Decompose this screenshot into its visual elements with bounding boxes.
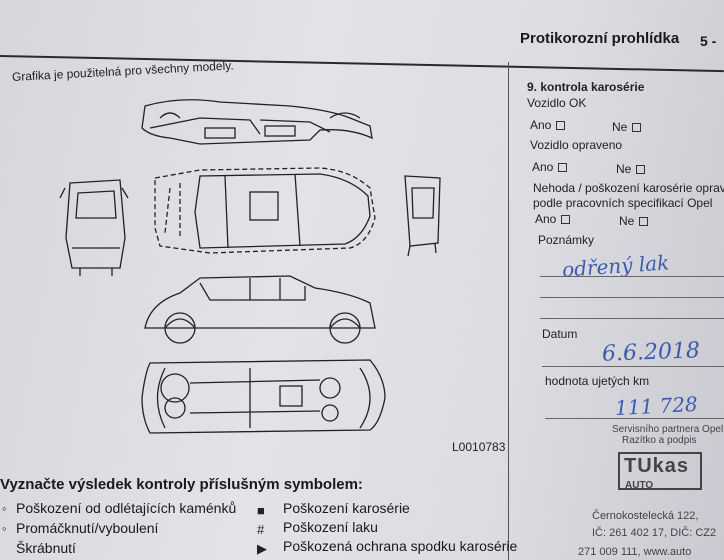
damage-no-checkbox[interactable] — [639, 217, 649, 227]
notes-line-2 — [540, 297, 724, 298]
car-top-view — [154, 167, 376, 254]
car-front-view — [59, 179, 129, 276]
damage-label-line1: Nehoda / poškození karosérie oprav — [533, 181, 724, 195]
page-number: 5 - — [700, 33, 717, 49]
notes-line-1 — [540, 276, 724, 277]
damage-yes: Ano — [535, 212, 571, 226]
legend-item-dent: Promáčknutí/vyboulení — [16, 520, 159, 536]
car-body-diagram — [59, 99, 441, 434]
notes-line-3 — [540, 318, 724, 319]
legend-item-body-damage: Poškození karosérie — [283, 500, 410, 516]
legend-item-underbody-damage: Poškozená ochrana spodku karosérie — [283, 538, 518, 554]
applicability-note: Grafika je použitelná pro všechny modely… — [11, 58, 234, 84]
no-label: Ne — [619, 214, 635, 228]
vehicle-ok-yes-checkbox[interactable] — [556, 121, 566, 131]
legend-symbol-square: ■ — [257, 503, 265, 518]
legend-title: Vyznačte výsledek kontroly příslušným sy… — [0, 476, 363, 493]
km-line — [545, 418, 724, 419]
dealer-stamp-logo: TUkas — [624, 455, 690, 477]
legend-item-scratch: Škrábnutí — [16, 540, 76, 556]
yes-label: Ano — [530, 118, 552, 132]
yes-label: Ano — [535, 212, 557, 226]
vehicle-ok-yes: Ano — [530, 118, 566, 132]
car-underside-view — [141, 359, 386, 434]
yes-label: Ano — [532, 160, 554, 174]
no-label: Ne — [612, 120, 628, 134]
car-side-view — [144, 275, 376, 344]
inspection-form — [508, 62, 724, 560]
legend-item-paint-damage: Poškození laku — [283, 519, 378, 535]
damage-label-line2: podle pracovních specifikací Opel — [533, 196, 713, 210]
vehicle-ok-label: Vozidlo OK — [527, 96, 587, 110]
vehicle-ok-no-checkbox[interactable] — [632, 123, 642, 133]
damage-no: Ne — [619, 214, 649, 228]
km-value[interactable]: 111 728 — [614, 391, 699, 421]
vehicle-repaired-yes-checkbox[interactable] — [558, 163, 568, 173]
km-label: hodnota ujetých km — [545, 374, 650, 388]
legend-symbol-hash: # — [257, 522, 265, 537]
car-side-exploded-view — [141, 99, 373, 145]
vehicle-repaired-no-checkbox[interactable] — [636, 165, 646, 175]
notes-label: Poznámky — [538, 233, 595, 247]
vehicle-repaired-no: Ne — [616, 162, 646, 176]
date-line — [542, 366, 724, 367]
dealer-address-line2: IČ: 261 402 17, DIČ: CZ2 — [592, 527, 717, 539]
dealer-stamp-sub: AUTO — [625, 480, 654, 491]
date-label: Datum — [542, 327, 578, 341]
car-rear-view — [404, 175, 441, 257]
page-header-title: Protikorozní prohlídka — [520, 30, 680, 47]
legend-bullet: ◦ — [2, 521, 7, 536]
car-top-view-solid — [194, 173, 371, 249]
vehicle-repaired-label: Vozidlo opraveno — [530, 138, 623, 152]
figure-code: L0010783 — [452, 440, 506, 454]
damage-yes-checkbox[interactable] — [561, 215, 571, 225]
legend-item-stone-chip: Poškození od odlétajících kaménků — [16, 500, 237, 516]
partner-label-line1: Servisního partnera Opel — [612, 424, 724, 435]
dealer-stamp — [618, 452, 702, 490]
vehicle-ok-no: Ne — [612, 120, 642, 134]
partner-label-line2: Razítko a podpis — [622, 435, 697, 446]
dealer-address-line1: Černokostelecká 122, — [592, 510, 699, 522]
no-label: Ne — [616, 162, 632, 176]
legend-symbol-triangle: ▶ — [257, 541, 267, 556]
vehicle-repaired-yes: Ano — [532, 160, 568, 174]
form-section-title: 9. kontrola karosérie — [527, 80, 645, 94]
dealer-address-line3: 271 009 111, www.auto — [578, 546, 692, 558]
date-value[interactable]: 6.6.2018 — [601, 338, 701, 367]
legend-bullet: ◦ — [2, 501, 7, 516]
